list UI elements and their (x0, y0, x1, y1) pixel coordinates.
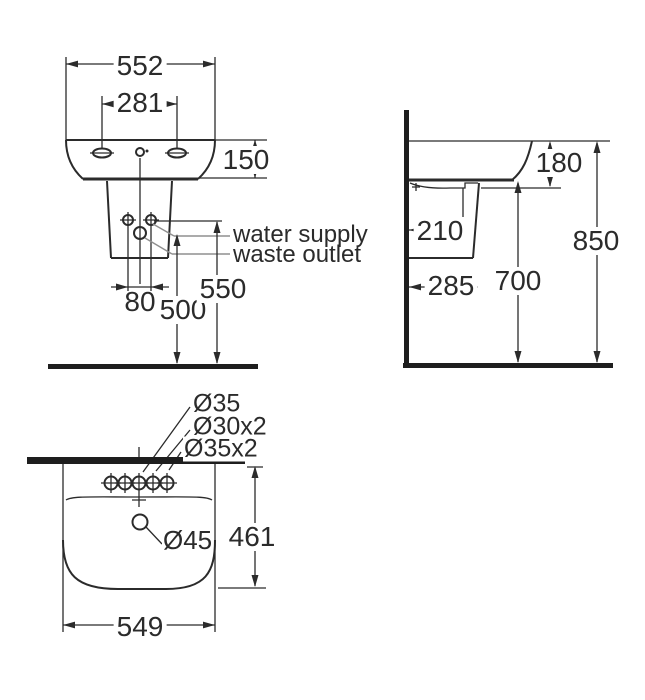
side-view (403, 110, 613, 368)
dia-hole-pair-30: Ø30x2 (192, 412, 268, 441)
plan-view (27, 406, 266, 632)
dim-water-supply-height: 550 (196, 275, 250, 303)
dim-underside-height: 700 (491, 267, 545, 295)
plan-tap-holes (101, 473, 177, 493)
dim-taphole-spacing: 281 (113, 89, 167, 117)
dim-overall-height: 850 (569, 227, 623, 255)
label-waste-outlet: waste outlet (233, 241, 362, 268)
dim-pedestal-depth: 285 (424, 272, 478, 300)
front-floor-line (48, 364, 258, 369)
plan-wall-line (27, 457, 245, 464)
dim-fixing-hole-spacing: 80 (124, 286, 156, 317)
side-wall-line (404, 110, 409, 368)
front-view (48, 57, 267, 369)
dia-overflow: Ø45 (162, 525, 214, 555)
dim-basin-depth: 180 (532, 149, 586, 177)
label-water-supply: water supply (233, 221, 368, 248)
dim-basin-height: 150 (219, 146, 273, 174)
dim-water-supply-setout: 210 (413, 217, 467, 245)
dim-plan-width: 549 (113, 613, 167, 641)
dim-plan-depth: 461 (225, 523, 279, 551)
side-floor-line (403, 363, 613, 368)
dim-overall-width: 552 (113, 52, 167, 80)
dia-center-hole: Ø35 (192, 389, 242, 418)
plan-overflow-hole (131, 513, 149, 531)
dia-hole-pair-35: Ø35x2 (183, 434, 259, 463)
